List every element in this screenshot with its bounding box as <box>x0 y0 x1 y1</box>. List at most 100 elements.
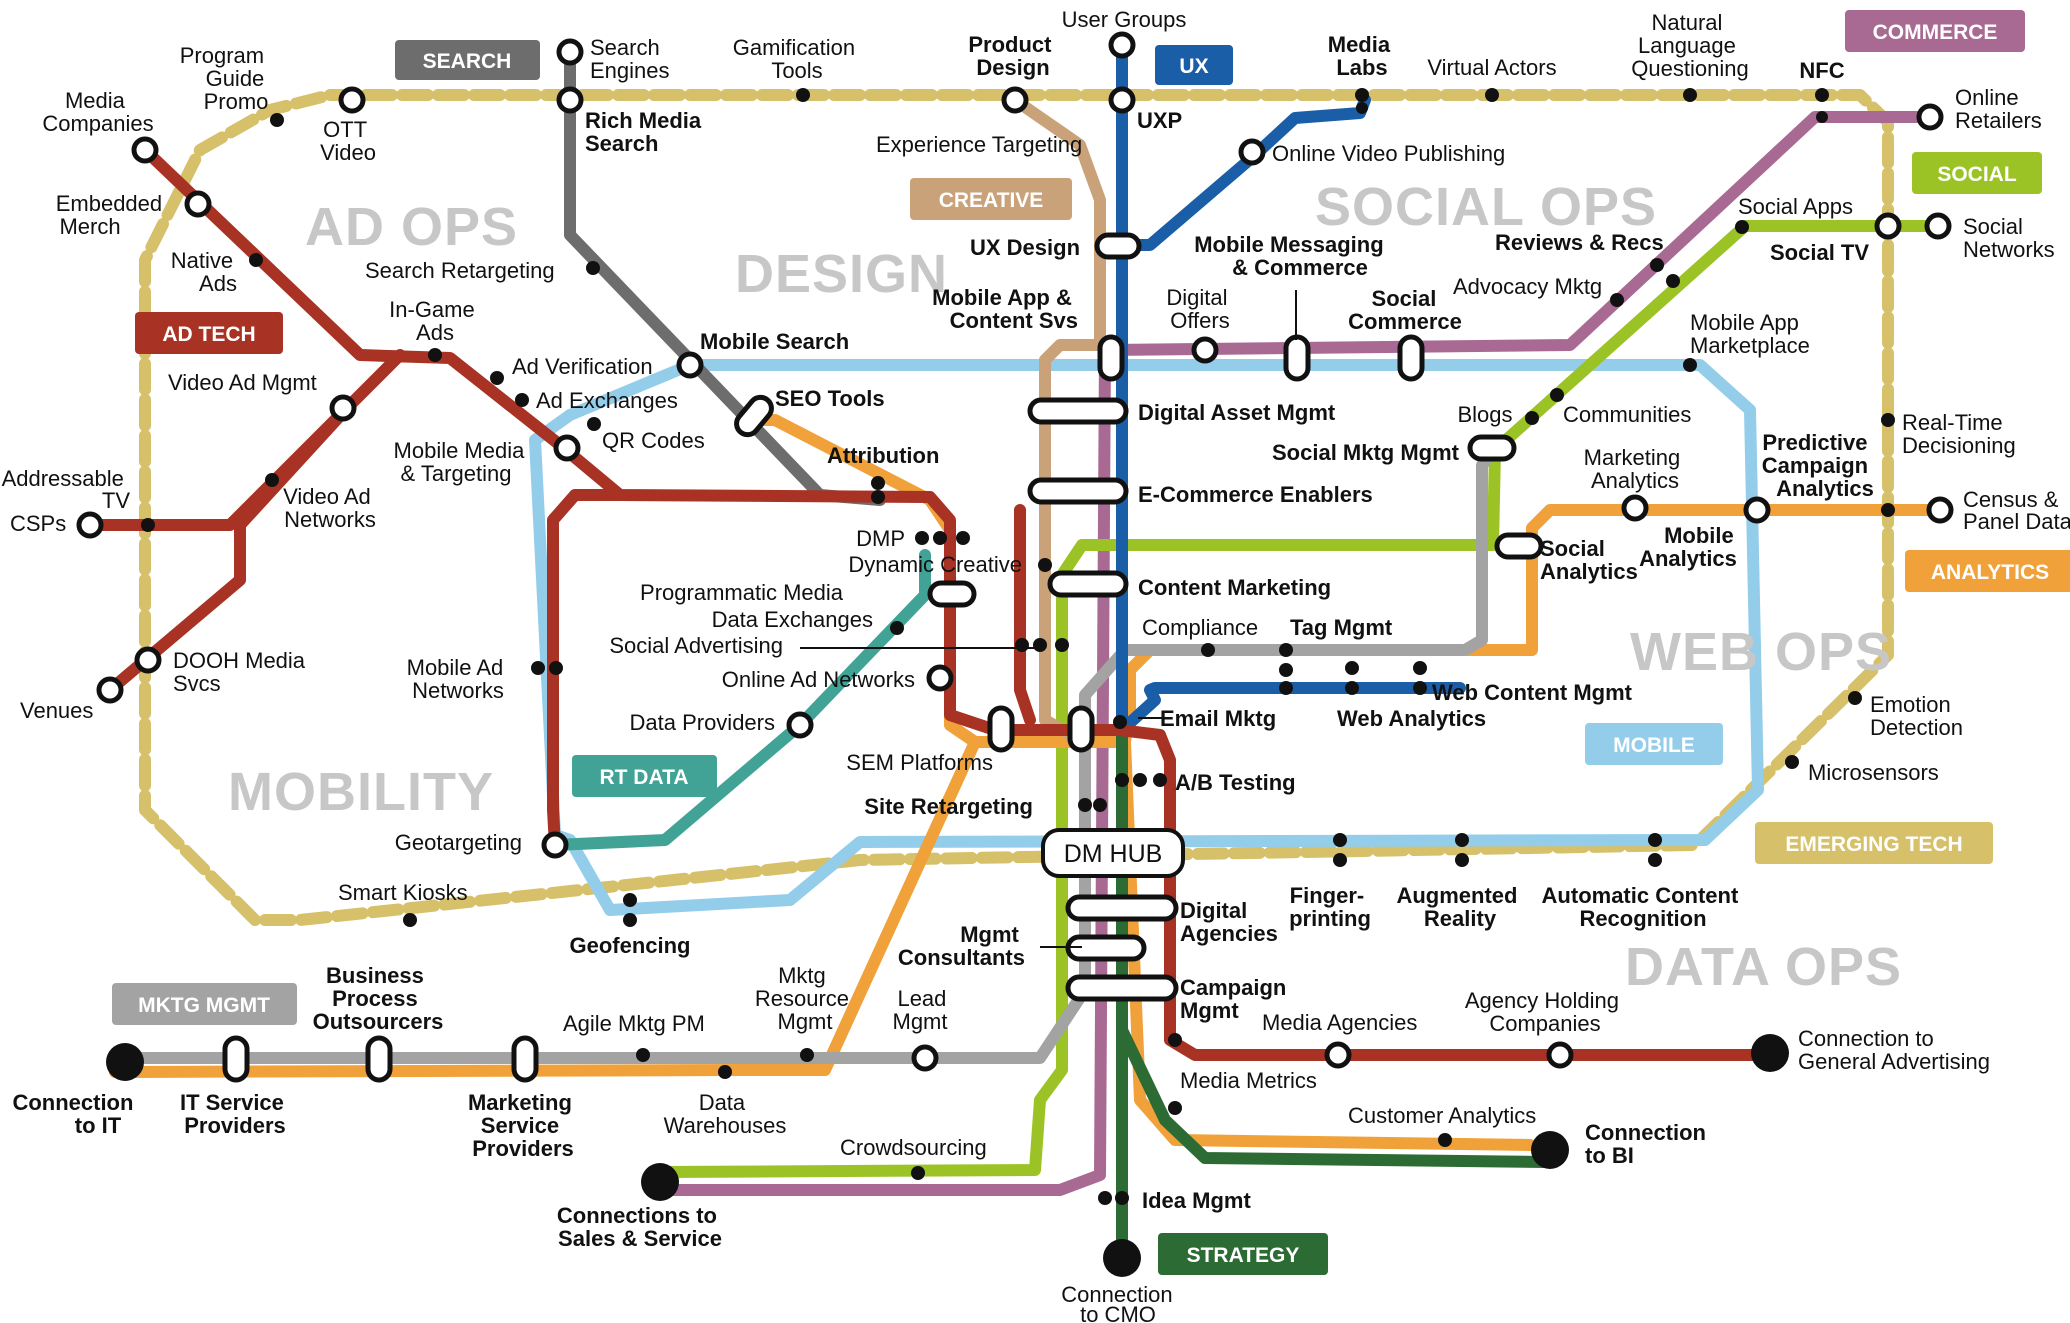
label-augmented-reality[interactable]: Augmented Reality <box>1396 883 1523 931</box>
label-program-guide-promo[interactable]: Program Guide Promo <box>180 43 271 114</box>
label-online-retailers[interactable]: Online Retailers <box>1955 85 2042 133</box>
label-mgmt-consultants[interactable]: Mgmt Consultants <box>898 922 1025 970</box>
label-ott-video[interactable]: OTT Video <box>320 117 376 165</box>
label-content-marketing[interactable]: Content Marketing <box>1138 575 1331 600</box>
label-seo-tools[interactable]: SEO Tools <box>775 386 885 411</box>
label-business-process[interactable]: Business Process Outsourcers <box>313 963 444 1034</box>
label-mobile-ad-networks[interactable]: Mobile Ad Networks <box>407 655 510 703</box>
label-in-game-ads[interactable]: In-Game Ads <box>389 297 481 345</box>
label-blogs[interactable]: Blogs <box>1457 402 1512 427</box>
label-video-ad-mgmt[interactable]: Video Ad Mgmt <box>168 370 317 395</box>
label-connection-general-advertising[interactable]: Connection to General Advertising <box>1798 1026 1990 1074</box>
label-agile-mktg-pm[interactable]: Agile Mktg PM <box>563 1011 705 1036</box>
label-data-exchanges[interactable]: Data Exchanges <box>712 607 873 632</box>
label-mobile-analytics[interactable]: Mobile Analytics <box>1639 523 1740 571</box>
label-media-labs[interactable]: Media Labs <box>1328 32 1396 80</box>
label-web-analytics[interactable]: Web Analytics <box>1337 706 1486 731</box>
label-mobile-messaging[interactable]: Mobile Messaging & Commerce <box>1194 232 1390 280</box>
label-mobile-app-marketplace[interactable]: Mobile App Marketplace <box>1690 310 1810 358</box>
label-dooh-media[interactable]: DOOH Media Svcs <box>173 648 311 696</box>
dm-hub[interactable]: DM HUB <box>1041 828 1185 878</box>
label-native-ads[interactable]: Native Ads <box>171 248 239 296</box>
label-geofencing[interactable]: Geofencing <box>569 933 690 958</box>
label-communities[interactable]: Communities <box>1563 402 1691 427</box>
label-digital-asset-mgmt[interactable]: Digital Asset Mgmt <box>1138 400 1336 425</box>
terminal-stations[interactable] <box>106 1034 1789 1277</box>
label-search-engines[interactable]: Search Engines <box>590 35 670 83</box>
label-social-apps[interactable]: Social Apps <box>1738 194 1853 219</box>
label-dmp[interactable]: DMP <box>856 526 905 551</box>
label-programmatic-media[interactable]: Programmatic Media <box>640 580 844 605</box>
label-gamification-tools[interactable]: Gamification Tools <box>733 35 861 83</box>
label-ad-exchanges[interactable]: Ad Exchanges <box>536 388 678 413</box>
label-site-retargeting[interactable]: Site Retargeting <box>864 794 1033 819</box>
label-social-advertising[interactable]: Social Advertising <box>609 633 783 658</box>
label-campaign-mgmt[interactable]: Campaign Mgmt <box>1180 975 1292 1023</box>
label-uxp[interactable]: UXP <box>1137 108 1182 133</box>
label-crowdsourcing[interactable]: Crowdsourcing <box>840 1135 987 1160</box>
label-addressable-tv[interactable]: Addressable TV <box>2 466 131 513</box>
label-media-agencies[interactable]: Media Agencies <box>1262 1010 1417 1035</box>
label-media-companies[interactable]: Media Companies <box>42 88 153 136</box>
label-mobile-app-content[interactable]: Mobile App & Content Svs <box>932 285 1078 333</box>
label-connection-to-it[interactable]: Connection to IT <box>12 1090 139 1138</box>
label-microsensors[interactable]: Microsensors <box>1808 760 1939 785</box>
label-geotargeting[interactable]: Geotargeting <box>395 830 522 855</box>
label-lead-mgmt[interactable]: Lead Mgmt <box>893 986 953 1034</box>
label-agency-holding[interactable]: Agency Holding Companies <box>1465 988 1625 1036</box>
label-ux-design[interactable]: UX Design <box>970 235 1080 260</box>
label-rich-media-search[interactable]: Rich Media Search <box>585 108 707 156</box>
label-media-metrics[interactable]: Media Metrics <box>1180 1068 1317 1093</box>
label-mobile-media-targeting[interactable]: Mobile Media & Targeting <box>394 438 531 486</box>
label-qr-codes[interactable]: QR Codes <box>602 428 705 453</box>
label-it-service-providers[interactable]: IT Service Providers <box>180 1090 290 1138</box>
label-mktg-resource[interactable]: Mktg Resource Mgmt <box>755 963 855 1034</box>
label-data-providers[interactable]: Data Providers <box>629 710 775 735</box>
label-virtual-actors[interactable]: Virtual Actors <box>1427 55 1556 80</box>
label-attribution[interactable]: Attribution <box>827 443 939 468</box>
label-social-mktg-mgmt[interactable]: Social Mktg Mgmt <box>1272 440 1460 465</box>
label-online-ad-networks[interactable]: Online Ad Networks <box>722 667 915 692</box>
label-marketing-analytics[interactable]: Marketing Analytics <box>1584 445 1687 493</box>
label-connection-to-cmo[interactable]: Connection to CMO <box>1061 1282 1178 1323</box>
label-venues[interactable]: Venues <box>20 698 93 723</box>
label-tag-mgmt[interactable]: Tag Mgmt <box>1290 615 1393 640</box>
label-online-video-publishing[interactable]: Online Video Publishing <box>1272 141 1505 166</box>
label-fingerprinting[interactable]: Finger- printing <box>1289 883 1371 931</box>
label-reviews-recs[interactable]: Reviews & Recs <box>1495 230 1664 255</box>
label-real-time-decisioning[interactable]: Real-Time Decisioning <box>1902 410 2016 458</box>
label-advocacy-mktg[interactable]: Advocacy Mktg <box>1453 274 1602 299</box>
label-product-design[interactable]: Product Design <box>968 32 1057 80</box>
label-embedded-merch[interactable]: Embedded Merch <box>56 191 169 239</box>
label-nfc[interactable]: NFC <box>1799 58 1844 83</box>
label-video-ad-networks[interactable]: Video Ad Networks <box>283 484 377 532</box>
label-user-groups[interactable]: User Groups <box>1062 7 1187 32</box>
label-ad-verification[interactable]: Ad Verification <box>512 354 653 379</box>
label-census-panel[interactable]: Census & Panel Data <box>1963 487 2070 534</box>
label-email-mktg[interactable]: Email Mktg <box>1160 706 1276 731</box>
label-automatic-content[interactable]: Automatic Content Recognition <box>1542 883 1745 931</box>
label-idea-mgmt[interactable]: Idea Mgmt <box>1142 1188 1251 1213</box>
label-digital-agencies[interactable]: Digital Agencies <box>1180 898 1278 946</box>
label-web-content-mgmt[interactable]: Web Content Mgmt <box>1432 680 1633 705</box>
label-connection-to-bi[interactable]: Connection to BI <box>1585 1120 1712 1168</box>
label-ab-testing[interactable]: A/B Testing <box>1175 770 1296 795</box>
label-compliance[interactable]: Compliance <box>1142 615 1258 640</box>
label-sem-platforms[interactable]: SEM Platforms <box>846 750 993 775</box>
label-social-commerce[interactable]: Social Commerce <box>1348 286 1462 334</box>
label-data-warehouses[interactable]: Data Warehouses <box>664 1090 787 1138</box>
label-social-networks[interactable]: Social Networks <box>1963 214 2055 262</box>
label-mobile-search[interactable]: Mobile Search <box>700 329 849 354</box>
label-social-analytics[interactable]: Social Analytics <box>1540 536 1638 584</box>
label-social-tv[interactable]: Social TV <box>1770 240 1869 265</box>
label-connections-sales-service[interactable]: Connections to Sales & Service <box>557 1203 723 1251</box>
label-natural-language[interactable]: Natural Language Questioning <box>1631 10 1748 81</box>
label-dynamic-creative[interactable]: Dynamic Creative <box>848 552 1022 577</box>
label-digital-offers[interactable]: Digital Offers <box>1166 285 1233 333</box>
label-csps[interactable]: CSPs <box>10 511 66 536</box>
label-search-retargeting[interactable]: Search Retargeting <box>365 258 555 283</box>
label-emotion-detection[interactable]: Emotion Detection <box>1870 692 1963 740</box>
label-experience-targeting[interactable]: Experience Targeting <box>876 132 1082 157</box>
label-smart-kiosks[interactable]: Smart Kiosks <box>338 880 468 905</box>
label-e-commerce-enablers[interactable]: E-Commerce Enablers <box>1138 482 1373 507</box>
